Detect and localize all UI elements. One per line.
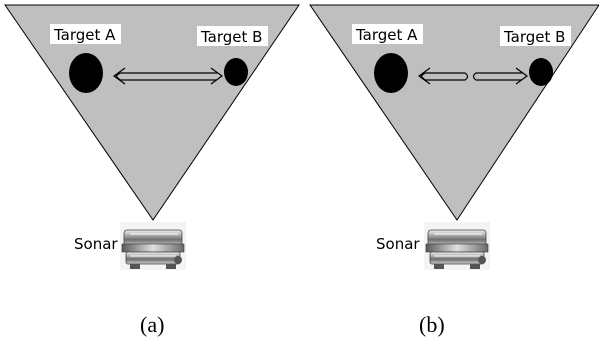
caption-a: (a) — [140, 312, 164, 337]
sonar-device-icon — [119, 221, 187, 271]
target-b-label-box — [197, 26, 268, 46]
target-a-label-box — [352, 24, 423, 44]
panel-a: Target A Target B Sonar (a) — [4, 4, 300, 337]
target-b-circle — [224, 58, 248, 86]
target-a-circle — [69, 53, 103, 93]
panel-b: Target A Target B Sonar (b) — [309, 4, 599, 337]
target-a-circle — [374, 53, 408, 93]
target-a-label-box — [50, 24, 121, 44]
broken-arrow — [417, 67, 529, 85]
target-a-label: Target A — [53, 26, 116, 44]
sonar-device-icon — [423, 221, 491, 271]
target-a-label: Target A — [355, 26, 418, 44]
target-b-label: Target B — [503, 28, 565, 46]
sonar-label: Sonar — [74, 235, 118, 253]
caption-b: (b) — [419, 312, 445, 337]
target-b-label-box — [500, 26, 571, 46]
double-arrow — [112, 67, 224, 85]
target-b-circle — [529, 58, 553, 86]
target-b-label: Target B — [200, 28, 262, 46]
sonar-label: Sonar — [376, 235, 420, 253]
